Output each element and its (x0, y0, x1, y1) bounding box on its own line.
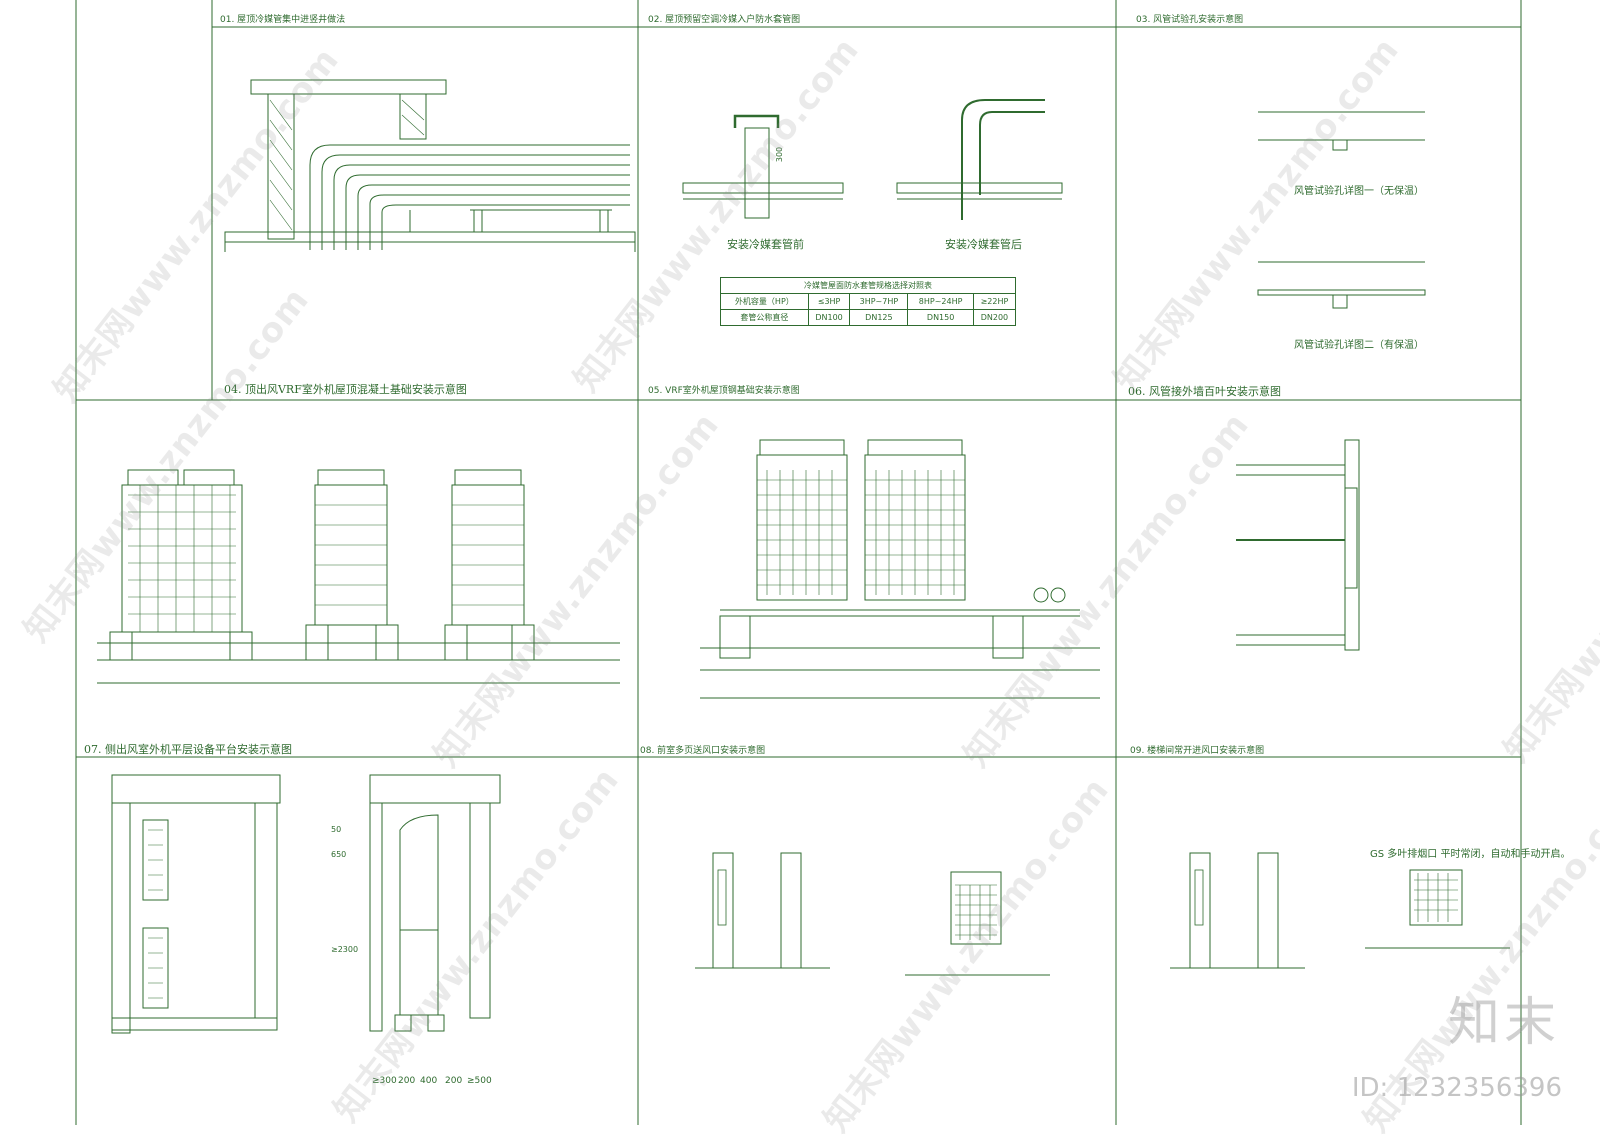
dim-650: 650 (331, 850, 347, 859)
panel-05-title: 05. VRF室外机屋顶钢基础安装示意图 (648, 386, 800, 396)
table-cell: 外机容量（HP） (720, 293, 809, 310)
panel-02-drawing (682, 99, 1063, 220)
sleeve-spec-table: 冷媒管屋面防水套管规格选择对照表 外机容量（HP） ≤3HP 3HP~7HP 8… (720, 277, 1017, 326)
table-cell: DN200 (972, 309, 1017, 326)
panel-04-title: 04. 顶出风VRF室外机屋顶混凝土基础安装示意图 (224, 383, 467, 396)
table-cell: ≥22HP (972, 293, 1017, 310)
caption-after-sleeve: 安装冷媒套管后 (945, 238, 1022, 251)
panel-08-title: 08. 前室多页送风口安装示意图 (640, 746, 766, 756)
table-row: 套管公称直径 DN100 DN125 DN150 DN200 (720, 309, 1017, 326)
panel-06-title: 06. 风管接外墙百叶安装示意图 (1128, 385, 1281, 398)
dim-h-5: ≥500 (467, 1076, 492, 1086)
table-cell: DN150 (907, 309, 974, 326)
panel-01-drawing (224, 79, 636, 252)
panel-01-title: 01. 屋顶冷媒管集中进竖井做法 (220, 15, 346, 25)
dim-50: 50 (331, 825, 342, 834)
panel-09-title: 09. 楼梯间常开进风口安装示意图 (1130, 746, 1265, 756)
caption-before-sleeve: 安装冷媒套管前 (727, 238, 804, 251)
panel-08-drawing (695, 852, 1050, 976)
table-cell: 3HP~7HP (849, 293, 909, 310)
dim-h-1: ≥300 (372, 1076, 397, 1086)
panel-03-title: 03. 风管试验孔安装示意图 (1136, 15, 1244, 25)
table-row: 外机容量（HP） ≤3HP 3HP~7HP 8HP~24HP ≥22HP (720, 293, 1017, 310)
dim-2300: ≥2300 (331, 945, 359, 954)
panel-02-title: 02. 屋顶预留空调冷媒入户防水套管图 (648, 15, 801, 25)
dim-h-4: 200 (445, 1076, 463, 1086)
panel-04-drawing (97, 469, 620, 684)
dim-h-2: 200 (398, 1076, 416, 1086)
test-hole-caption-1: 风管试验孔详图一（无保温） (1294, 186, 1424, 197)
panel-06-drawing (1236, 439, 1360, 651)
table-cell: 套管公称直径 (720, 309, 809, 326)
panel-07-title: 07. 侧出风室外机平层设备平台安装示意图 (84, 743, 292, 756)
image-id: ID: 1232356396 (1351, 1073, 1562, 1103)
frame-grid (75, 0, 1522, 1125)
table-title: 冷媒管屋面防水套管规格选择对照表 (720, 277, 1016, 294)
brand-logo: 知末 (1447, 993, 1560, 1053)
panel-09-drawing (1170, 852, 1510, 969)
test-hole-caption-2: 风管试验孔详图二（有保温） (1294, 340, 1424, 351)
panel-07-drawing (111, 774, 501, 1034)
table-cell: 8HP~24HP (907, 293, 974, 310)
dim-h-3: 400 (420, 1076, 438, 1086)
table-cell: DN100 (807, 309, 851, 326)
smoke-vent-heading: GS 多叶排烟口 平时常闭，自动和手动开启。 (1370, 849, 1571, 860)
panel-05-drawing (700, 439, 1100, 699)
panel-03-drawing (1257, 111, 1426, 309)
table-cell: ≤3HP (807, 293, 851, 310)
table-cell: DN125 (849, 309, 909, 326)
